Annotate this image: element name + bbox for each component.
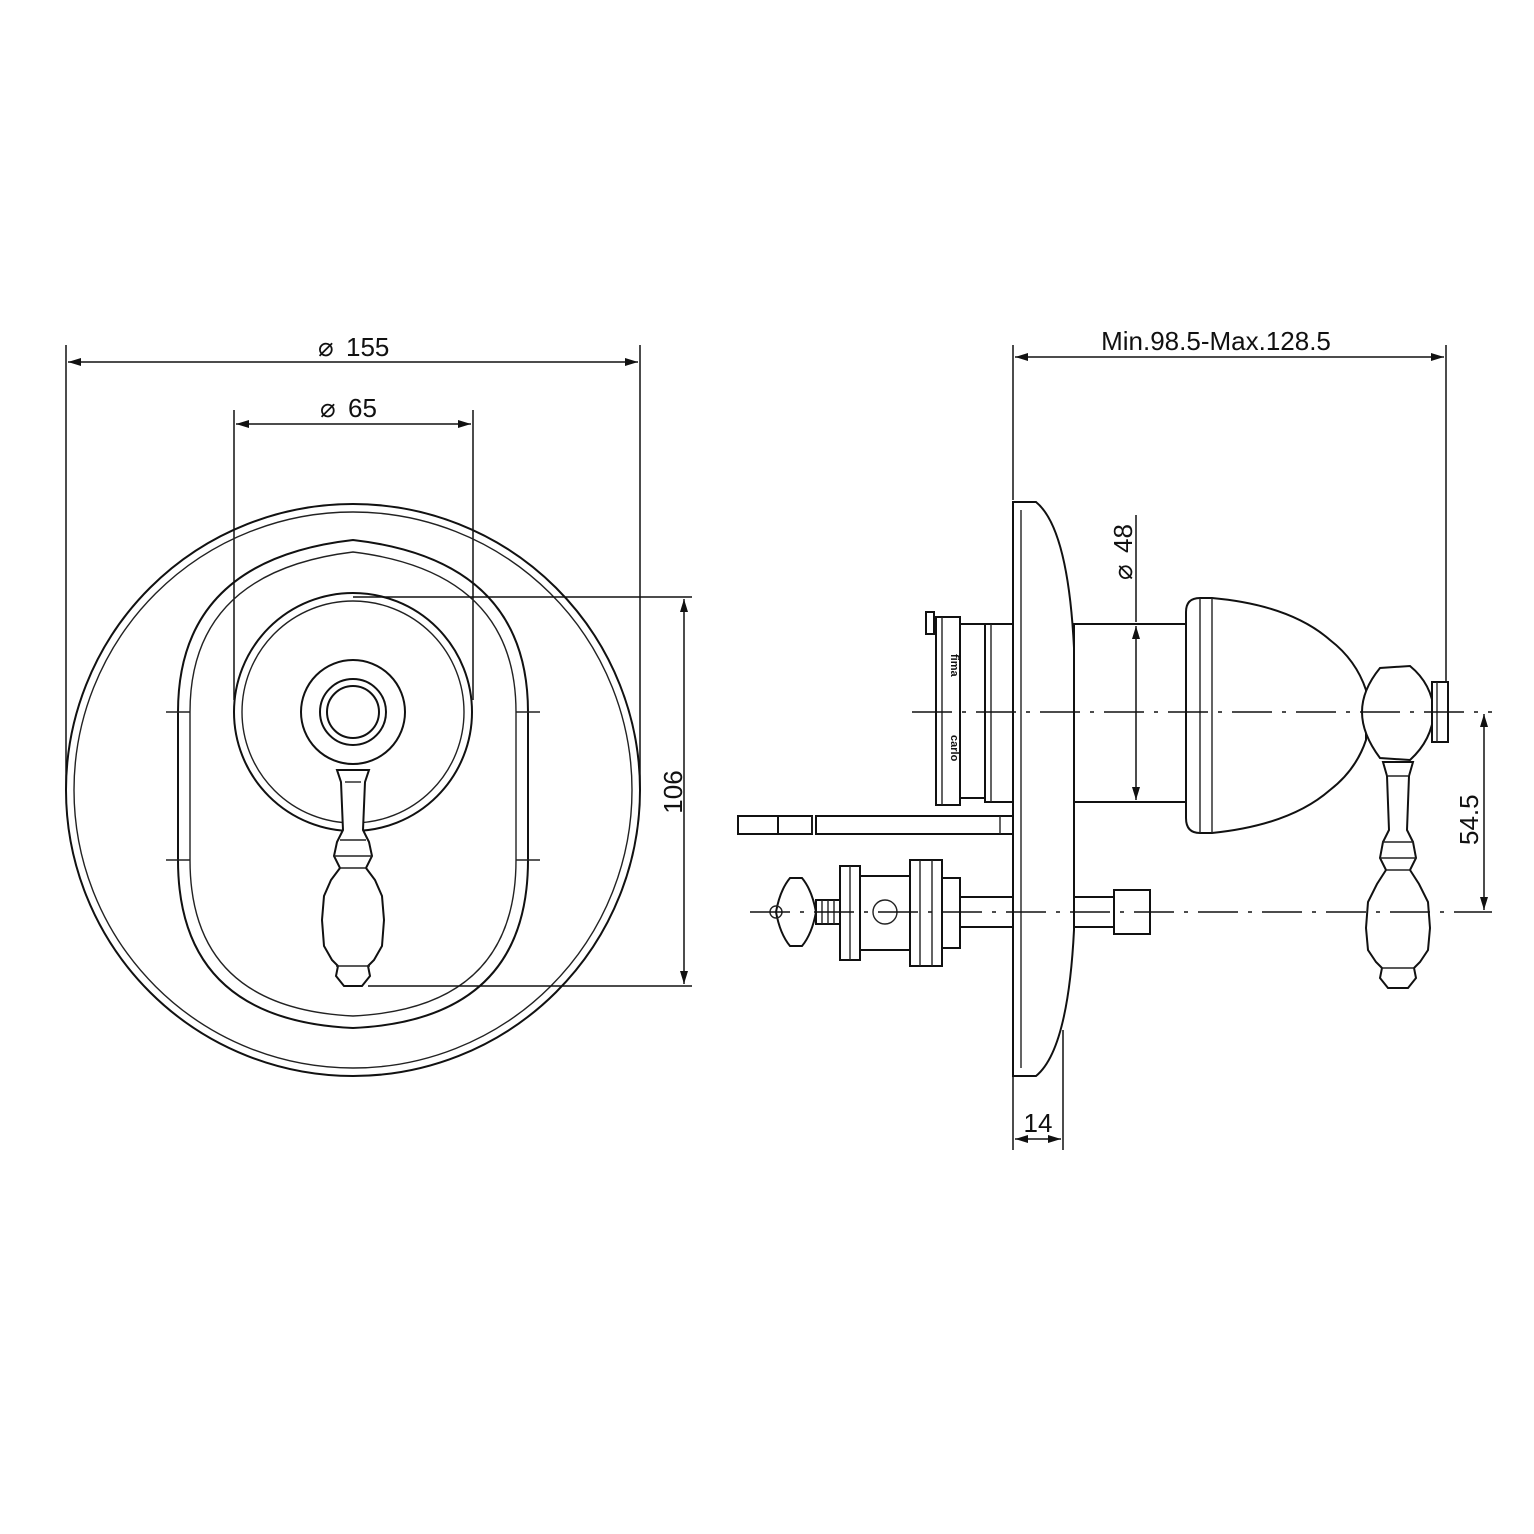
handle-hub: [300, 659, 406, 765]
dim-diameter-65: ⌀ 65: [233, 393, 474, 700]
mounting-bracket: fima carlo: [925, 611, 986, 806]
escutcheon-profile: [1012, 501, 1075, 1077]
dim-label-14: 14: [1024, 1108, 1053, 1138]
dim-label-155: 155: [346, 332, 389, 362]
dim-label-106: 106: [658, 770, 688, 813]
dim-plate-thickness: 14: [1012, 1030, 1064, 1150]
diameter-symbol: ⌀: [320, 393, 336, 423]
centre-axes: [750, 711, 1492, 913]
dim-height-106: 106: [353, 596, 692, 987]
side-view: Min.98.5-Max.128.5 ⌀ 48: [737, 326, 1492, 1150]
dim-label-54-5: 54.5: [1454, 794, 1484, 845]
brand-text-fima: fima: [948, 654, 960, 678]
dim-label-depth-range: Min.98.5-Max.128.5: [1101, 326, 1331, 356]
dim-label-48: 48: [1108, 524, 1138, 553]
lever-handle: [320, 769, 386, 987]
diameter-symbol: ⌀: [1108, 564, 1138, 580]
escutcheon-plate: [65, 503, 641, 1077]
spindle-bar: [737, 815, 1014, 835]
dim-axis-offset: 54.5: [1454, 714, 1488, 910]
cartridge-assembly: [769, 859, 1151, 967]
dim-diameter-48: ⌀ 48: [1108, 515, 1140, 800]
dim-depth-range: Min.98.5-Max.128.5: [1012, 326, 1447, 690]
dim-label-65: 65: [348, 393, 377, 423]
handle-cap: [1185, 597, 1367, 834]
brand-text-carlo: carlo: [948, 735, 960, 762]
dim-diameter-155: ⌀ 155: [65, 332, 641, 790]
lever-side-profile: [1364, 761, 1432, 989]
diameter-symbol: ⌀: [318, 332, 334, 362]
knob-ball: [1360, 664, 1449, 762]
front-view: ⌀ 155 ⌀ 65: [65, 332, 692, 1077]
